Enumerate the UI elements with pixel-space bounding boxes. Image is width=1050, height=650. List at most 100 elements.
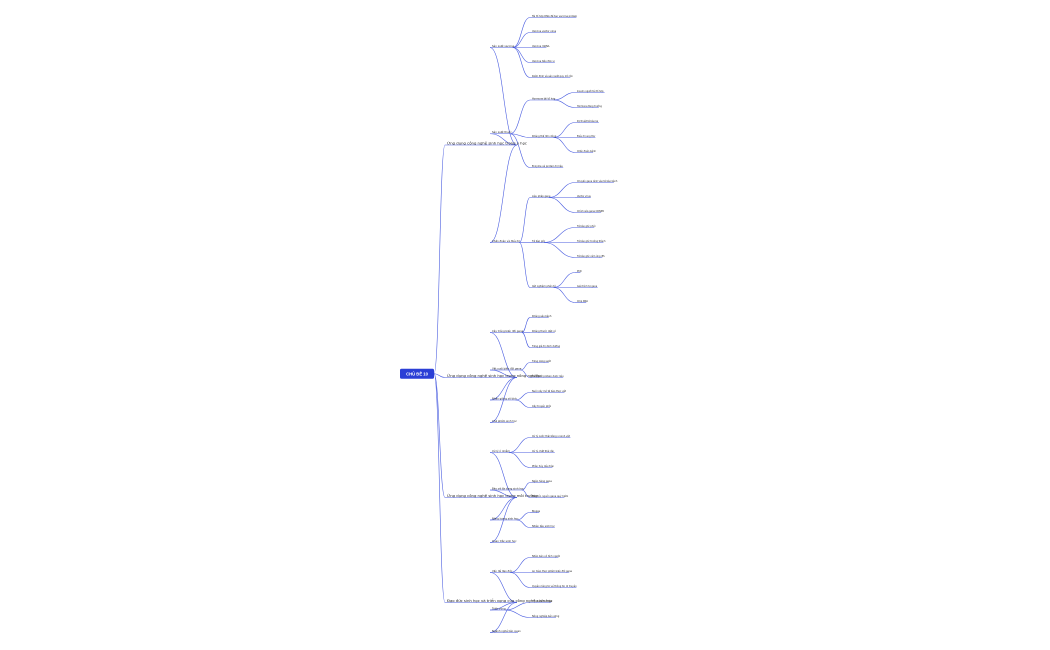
node-2-1-1[interactable]: Bảo tồn nguồn gene quý hiếm bbox=[532, 495, 569, 498]
node-3-0[interactable]: Vấn đề đạo đức bbox=[492, 569, 513, 573]
node-0-2-2-0[interactable]: PCR bbox=[577, 270, 582, 273]
node-2-0-2[interactable]: Phân hủy dầu tràn bbox=[532, 465, 555, 468]
edge bbox=[553, 122, 576, 138]
edge bbox=[512, 17, 531, 48]
edge bbox=[508, 437, 531, 453]
node-2-2-1[interactable]: Nhiên liệu sinh học bbox=[532, 525, 555, 528]
node-0-1-1-2[interactable]: Chẩn đoán bệnh bbox=[577, 150, 596, 153]
node-0-1-2[interactable]: Enzyme và protein trị liệu bbox=[532, 165, 563, 168]
edge bbox=[510, 557, 531, 573]
node-2-1[interactable]: Bảo vệ đa dạng sinh học bbox=[492, 486, 525, 490]
node-0-0-3[interactable]: Vaccine tiểu đơn vị bbox=[532, 60, 555, 63]
node-3-1-0[interactable]: Y học cá thể hóa bbox=[532, 600, 552, 603]
node-3-0-0[interactable]: Nhân bản vô tính người bbox=[532, 555, 560, 558]
node-1-1-1[interactable]: Sản xuất protein dược liệu bbox=[532, 375, 564, 378]
node-3[interactable]: Đạo đức sinh học và triển vọng của công … bbox=[447, 598, 553, 603]
edge bbox=[489, 133, 518, 146]
node-2-2-0[interactable]: Biogas bbox=[532, 510, 541, 513]
node-1-1-0[interactable]: Tăng năng suất bbox=[532, 360, 551, 363]
edge bbox=[510, 99, 531, 135]
node-0-1-1-1[interactable]: Điều trị ung thư bbox=[577, 135, 596, 138]
node-0-0-2[interactable]: Vaccine mRNA bbox=[532, 45, 550, 48]
node-1[interactable]: Ứng dụng công nghệ sinh học trong nông n… bbox=[447, 373, 541, 378]
nodes: CHỦ ĐỀ 10 Ứng dụng công nghệ sinh học tro… bbox=[400, 15, 618, 633]
node-1-0-0[interactable]: Kháng sâu bệnh bbox=[532, 315, 552, 318]
node-2-3[interactable]: Quan trắc sinh học bbox=[492, 538, 517, 543]
node-1-2-0[interactable]: Nuôi cấy mô tế bào thực vật bbox=[532, 390, 566, 393]
edge bbox=[489, 572, 518, 603]
node-1-1[interactable]: Vật nuôi biến đổi gene bbox=[492, 365, 522, 370]
node-1-0-1[interactable]: Kháng thuốc diệt cỏ bbox=[532, 330, 557, 333]
edge bbox=[433, 373, 446, 498]
node-0-2-0[interactable]: Liệu pháp gene bbox=[532, 195, 551, 198]
node-1-2[interactable]: Nhân giống vô tính bbox=[492, 396, 517, 400]
node-0-1-0-0[interactable]: Insulin người tái tổ hợp bbox=[577, 90, 604, 93]
edge bbox=[489, 144, 518, 243]
node-0-0-4[interactable]: Kiểm định và sản xuất quy mô lớn bbox=[532, 75, 573, 78]
edge bbox=[520, 362, 531, 371]
node-3-1-1[interactable]: Nông nghiệp bền vững bbox=[532, 615, 560, 618]
node-2-0[interactable]: Xử lý ô nhiễm bbox=[492, 448, 510, 453]
root-label: CHỦ ĐỀ 10 bbox=[406, 371, 429, 376]
edge bbox=[519, 197, 531, 243]
node-0-2-0-2[interactable]: Chỉnh sửa gene CRISPR bbox=[577, 210, 604, 213]
edge bbox=[521, 332, 531, 348]
edge bbox=[521, 317, 531, 333]
node-0-0-1[interactable]: Vaccine vector virus bbox=[532, 30, 557, 33]
edge bbox=[489, 47, 518, 146]
edge bbox=[510, 133, 531, 168]
node-0-2-1-0[interactable]: Tế bào gốc phôi bbox=[577, 225, 596, 228]
node-1-2-1[interactable]: Cấy truyền phôi bbox=[532, 405, 551, 408]
edge bbox=[504, 602, 531, 611]
edge bbox=[512, 47, 531, 63]
edge bbox=[520, 369, 531, 378]
edge bbox=[489, 332, 518, 378]
root-node[interactable]: CHỦ ĐỀ 10 bbox=[400, 368, 434, 379]
edge bbox=[548, 197, 576, 213]
node-2-2[interactable]: Năng lượng sinh học bbox=[492, 516, 519, 520]
node-0-2[interactable]: Chẩn đoán và điều trị bbox=[492, 238, 520, 243]
node-3-1[interactable]: Triển vọng bbox=[492, 605, 506, 610]
edge bbox=[553, 272, 576, 288]
edge bbox=[553, 137, 576, 153]
node-0-1-0[interactable]: Hormone tái tổ hợp bbox=[532, 97, 556, 100]
edge bbox=[433, 373, 446, 378]
node-0-1-1-0[interactable]: Kỹ thuật tế bào lai bbox=[577, 120, 599, 123]
node-0-2-2[interactable]: Xét nghiệm phân tử bbox=[532, 285, 556, 288]
edge bbox=[516, 519, 531, 528]
edge bbox=[489, 452, 518, 498]
node-0[interactable]: Ứng dụng công nghệ sinh học trong y học bbox=[447, 140, 527, 145]
node-0-0-0[interactable]: Tái tổ hợp DNA để tạo vaccine protein bbox=[532, 15, 578, 18]
edge bbox=[433, 373, 446, 603]
node-0-2-1[interactable]: Tế bào gốc bbox=[532, 240, 546, 243]
edge bbox=[553, 287, 576, 303]
node-1-3[interactable]: Chế phẩm sinh học bbox=[492, 418, 518, 423]
edge bbox=[433, 144, 446, 375]
node-1-0[interactable]: Cây trồng biến đổi gene bbox=[492, 328, 524, 333]
edge bbox=[504, 609, 531, 618]
node-3-0-2[interactable]: Quyền riêng tư về thông tin di truyền bbox=[532, 585, 577, 588]
node-1-0-2[interactable]: Tăng giá trị dinh dưỡng bbox=[532, 345, 560, 348]
connector-lines bbox=[433, 17, 576, 633]
node-0-1[interactable]: Sản xuất thuốc bbox=[492, 130, 512, 134]
node-3-0-1[interactable]: An toàn thực phẩm biến đổi gene bbox=[532, 570, 573, 573]
node-0-1-0-1[interactable]: Hormone tăng trưởng bbox=[577, 105, 602, 108]
edge bbox=[521, 482, 531, 491]
node-0-2-0-1[interactable]: Vector virus bbox=[577, 195, 591, 198]
node-3-2[interactable]: Ngành nghề liên quan bbox=[492, 629, 521, 633]
node-2-0-0[interactable]: Xử lý nước thải bằng vi sinh vật bbox=[532, 435, 570, 438]
edge bbox=[519, 242, 531, 288]
edge bbox=[515, 392, 531, 401]
node-0-1-1[interactable]: Kháng thể đơn dòng bbox=[532, 135, 557, 138]
node-0-2-1-1[interactable]: Tế bào gốc trưởng thành bbox=[577, 240, 606, 243]
node-2-1-0[interactable]: Ngân hàng gene bbox=[532, 480, 552, 483]
edge bbox=[510, 133, 531, 138]
node-0-2-2-2[interactable]: Chip DNA bbox=[577, 300, 588, 303]
node-0-2-2-1[interactable]: Giải trình tự gene bbox=[577, 285, 598, 288]
node-0-2-0-0[interactable]: Chuyển gene lành vào tế bào bệnh bbox=[577, 180, 618, 183]
node-0-0[interactable]: Sản xuất vaccine bbox=[492, 44, 515, 48]
node-2[interactable]: Ứng dụng công nghệ sinh học trong môi tr… bbox=[447, 493, 538, 498]
node-2-0-1[interactable]: Xử lý chất thải rắn bbox=[532, 450, 555, 453]
node-0-2-1-2[interactable]: Tế bào gốc cảm ứng iPS bbox=[577, 255, 605, 258]
